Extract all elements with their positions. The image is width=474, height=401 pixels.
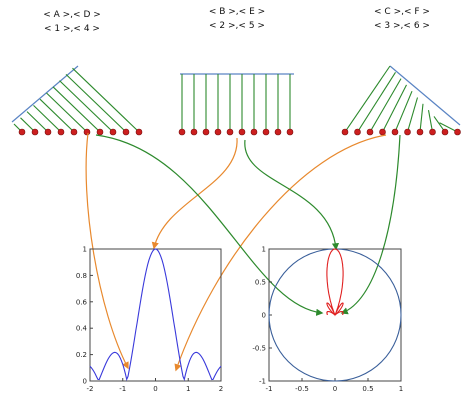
polar-pattern-plot: -1 -0.5 0 0.5 1 -1 -0.5 0 0.5 1	[252, 246, 403, 394]
antenna-element	[70, 128, 78, 136]
arrow-green-middle-to-polar	[244, 139, 340, 251]
antenna-element	[44, 128, 52, 136]
arrow-green-right-to-polar	[340, 134, 401, 315]
array-middle	[178, 73, 294, 136]
label-middle-line2: < 2 >,< 5 >	[209, 21, 265, 31]
x-tick-label: 0	[333, 385, 337, 393]
antenna-element	[238, 128, 246, 136]
antenna-element	[109, 128, 117, 136]
array-left-feed-line	[33, 105, 62, 133]
x-tick-label: -1	[266, 385, 273, 393]
arrow-orange-middle-to-linear	[151, 137, 238, 250]
mapping-arrows	[85, 132, 401, 372]
antenna-element	[441, 128, 449, 136]
antenna-element	[83, 128, 91, 136]
x-tick-label: 1	[186, 385, 190, 393]
antenna-element	[404, 128, 411, 136]
linear-plot-frame	[89, 248, 222, 382]
array-left-feed-line	[46, 92, 88, 133]
antenna-element	[190, 128, 198, 136]
label-middle-line1: < B >,< E >	[209, 7, 265, 17]
x-tick-label: -2	[87, 385, 94, 393]
antenna-element	[286, 128, 294, 136]
x-tick-label: 0	[153, 385, 157, 393]
y-tick-label: -1	[259, 378, 266, 386]
y-tick-label: 0.8	[76, 272, 87, 280]
x-tick-label: 1	[399, 385, 403, 393]
array-right-feed-line	[394, 90, 413, 133]
antenna-arrays	[11, 65, 461, 136]
array-right-feed-line	[427, 110, 434, 133]
array-right-feed-line	[406, 97, 419, 133]
array-left-feed-line	[52, 86, 101, 133]
antenna-element	[354, 128, 361, 136]
array-left-feed-line	[65, 74, 127, 133]
y-tick-label: 0.4	[76, 325, 88, 333]
linear-pattern-plot: -2 -1 0 1 2 0 0.2 0.4 0.6 0.8 1	[76, 246, 223, 394]
group-label-left: < A >,< D > < 1 >,< 4 >	[43, 10, 101, 34]
array-right-feed-line	[419, 103, 424, 133]
antenna-element	[226, 128, 234, 136]
array-right-feed-line	[439, 122, 458, 133]
antenna-element	[416, 128, 424, 136]
array-left-feed-line	[59, 80, 114, 133]
antenna-element	[366, 128, 374, 136]
antenna-element	[262, 128, 270, 136]
arrow-orange-right-to-linear	[174, 134, 387, 372]
array-right-feed-line	[357, 72, 396, 133]
array-right-feed-line	[382, 84, 407, 133]
arrow-orange-left-to-linear	[85, 132, 129, 370]
y-tick-label: 1	[83, 246, 87, 254]
antenna-element	[214, 128, 222, 136]
polar-pattern-curve	[326, 248, 344, 317]
label-left-line1: < A >,< D >	[43, 10, 101, 20]
y-tick-label: 0	[83, 378, 87, 386]
antenna-element	[96, 128, 104, 136]
linear-plot-ticks: -2 -1 0 1 2 0 0.2 0.4 0.6 0.8 1	[76, 246, 223, 394]
antenna-element	[57, 128, 65, 136]
y-tick-label: 0.6	[76, 298, 88, 306]
array-right-feed-line	[369, 78, 402, 133]
array-left-feed-line	[39, 98, 75, 133]
array-left	[11, 65, 143, 136]
arrow-green-left-to-polar	[95, 134, 324, 316]
array-left-feed-line	[26, 111, 49, 133]
label-left-line2: < 1 >,< 4 >	[44, 24, 100, 34]
antenna-element	[391, 128, 399, 136]
array-right-feed-line	[344, 65, 391, 133]
antenna-element	[379, 128, 386, 136]
antenna-element	[122, 128, 130, 136]
x-tick-label: -1	[119, 385, 126, 393]
antenna-element	[341, 128, 349, 136]
y-tick-label: 0	[262, 312, 266, 320]
antenna-element	[250, 128, 258, 136]
array-right-baseline	[389, 65, 461, 126]
y-tick-label: 0.5	[255, 279, 266, 287]
array-right	[341, 65, 461, 136]
antenna-element	[178, 128, 186, 136]
x-tick-label: 0.5	[362, 385, 373, 393]
y-tick-label: -0.5	[252, 345, 266, 353]
array-left-feed-line	[72, 67, 140, 133]
group-label-right: < C >,< F > < 3 >,< 6 >	[374, 7, 430, 31]
antenna-element	[31, 128, 39, 136]
antenna-element	[454, 128, 461, 136]
antenna-element	[135, 128, 143, 136]
x-tick-label: -0.5	[295, 385, 309, 393]
polar-plot-ticks: -1 -0.5 0 0.5 1 -1 -0.5 0 0.5 1	[252, 246, 403, 394]
antenna-element	[274, 128, 282, 136]
group-label-middle: < B >,< E > < 2 >,< 5 >	[209, 7, 265, 31]
antenna-element	[202, 128, 210, 136]
label-right-line1: < C >,< F >	[374, 7, 430, 17]
label-right-line2: < 3 >,< 6 >	[374, 21, 430, 31]
linear-pattern-curve	[89, 248, 222, 382]
antenna-element	[18, 128, 26, 136]
antenna-element	[429, 128, 436, 136]
y-tick-label: 0.2	[76, 351, 87, 359]
y-tick-label: 1	[262, 246, 266, 254]
x-tick-label: 2	[219, 385, 223, 393]
array-left-feed-line	[20, 117, 36, 133]
